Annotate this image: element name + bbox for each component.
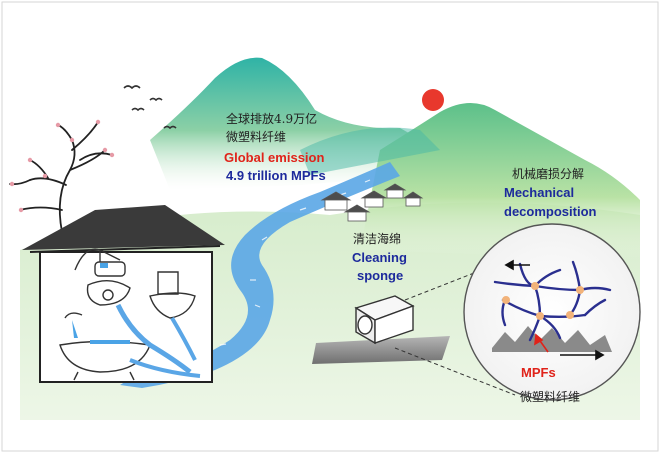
force-arrows — [504, 259, 605, 361]
cleaning-en-line1: Cleaning — [352, 250, 407, 265]
house-roof — [22, 205, 225, 250]
birds — [123, 85, 177, 130]
emission-cn-line2: 微塑料纤维 — [226, 130, 287, 144]
zoom-lines — [394, 254, 521, 396]
mpf-cn: 微塑料纤维 — [520, 390, 581, 404]
village — [320, 183, 424, 222]
mountain-shadow — [300, 127, 440, 175]
cleaning-en-line2: sponge — [357, 268, 404, 283]
house — [22, 205, 225, 383]
emission-en-line2: 4.9 trillion MPFs — [226, 168, 326, 183]
mpf-pointer — [534, 333, 549, 353]
mechanical-en-line2: decomposition — [504, 204, 597, 219]
cleaning-cn: 清洁海绵 — [353, 232, 402, 246]
mechanical-cn: 机械磨损分解 — [512, 167, 585, 181]
blossoms — [9, 119, 115, 213]
sun — [422, 89, 444, 111]
emission-cn-line1: 全球排放4.9万亿 — [226, 112, 318, 126]
mpf-en: MPFs — [521, 365, 556, 380]
mechanical-en-line1: Mechanical — [504, 185, 575, 200]
sponge — [354, 295, 415, 345]
river — [120, 162, 400, 388]
micro-surface — [492, 326, 612, 352]
emission-en-line1: Global emission — [224, 150, 325, 165]
fiber-nodes — [502, 282, 584, 320]
abrasion-pad — [312, 336, 450, 364]
